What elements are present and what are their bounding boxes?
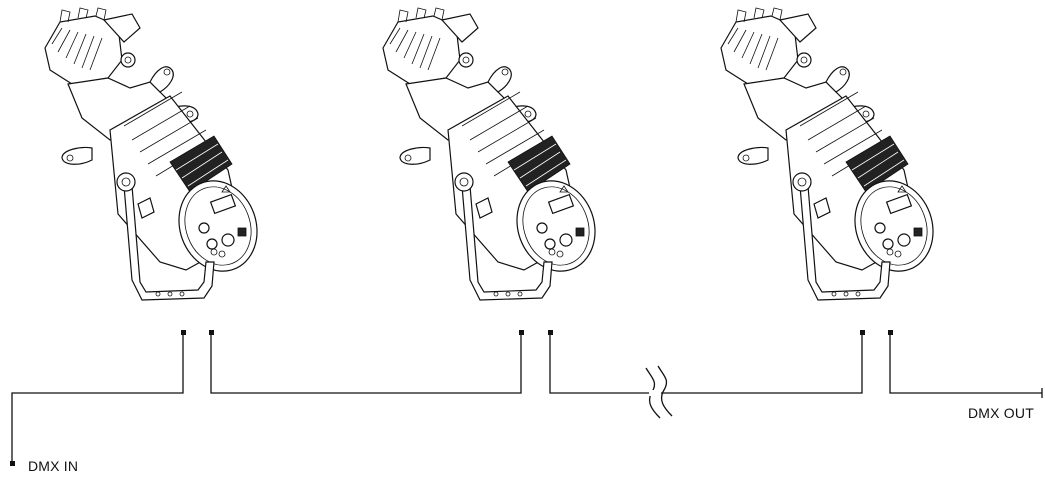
link-cable-1-2 <box>210 335 522 394</box>
fixture-2-in-terminal <box>519 330 524 335</box>
connector-terminals <box>181 330 893 335</box>
link-cable-2-3 <box>549 335 863 394</box>
fixture-2-image <box>382 7 609 301</box>
fixture-1-image <box>44 7 271 301</box>
fixture-1-in-terminal <box>181 330 186 335</box>
dmx-wiring <box>10 335 1043 466</box>
cable-break-mark <box>657 365 673 417</box>
dmx-out-label: DMX OUT <box>968 405 1034 421</box>
dmx-in-cable <box>11 335 184 463</box>
dmx-in-label: DMX IN <box>28 458 79 474</box>
dmx-out-cable <box>889 335 1042 394</box>
fixture-2-out-terminal <box>548 330 553 335</box>
fixture-3-out-terminal <box>888 330 893 335</box>
fixture-3-in-terminal <box>860 330 865 335</box>
fixture-3-image <box>720 7 947 301</box>
fixture-1-out-terminal <box>209 330 214 335</box>
dmx-in-terminal <box>10 461 15 466</box>
